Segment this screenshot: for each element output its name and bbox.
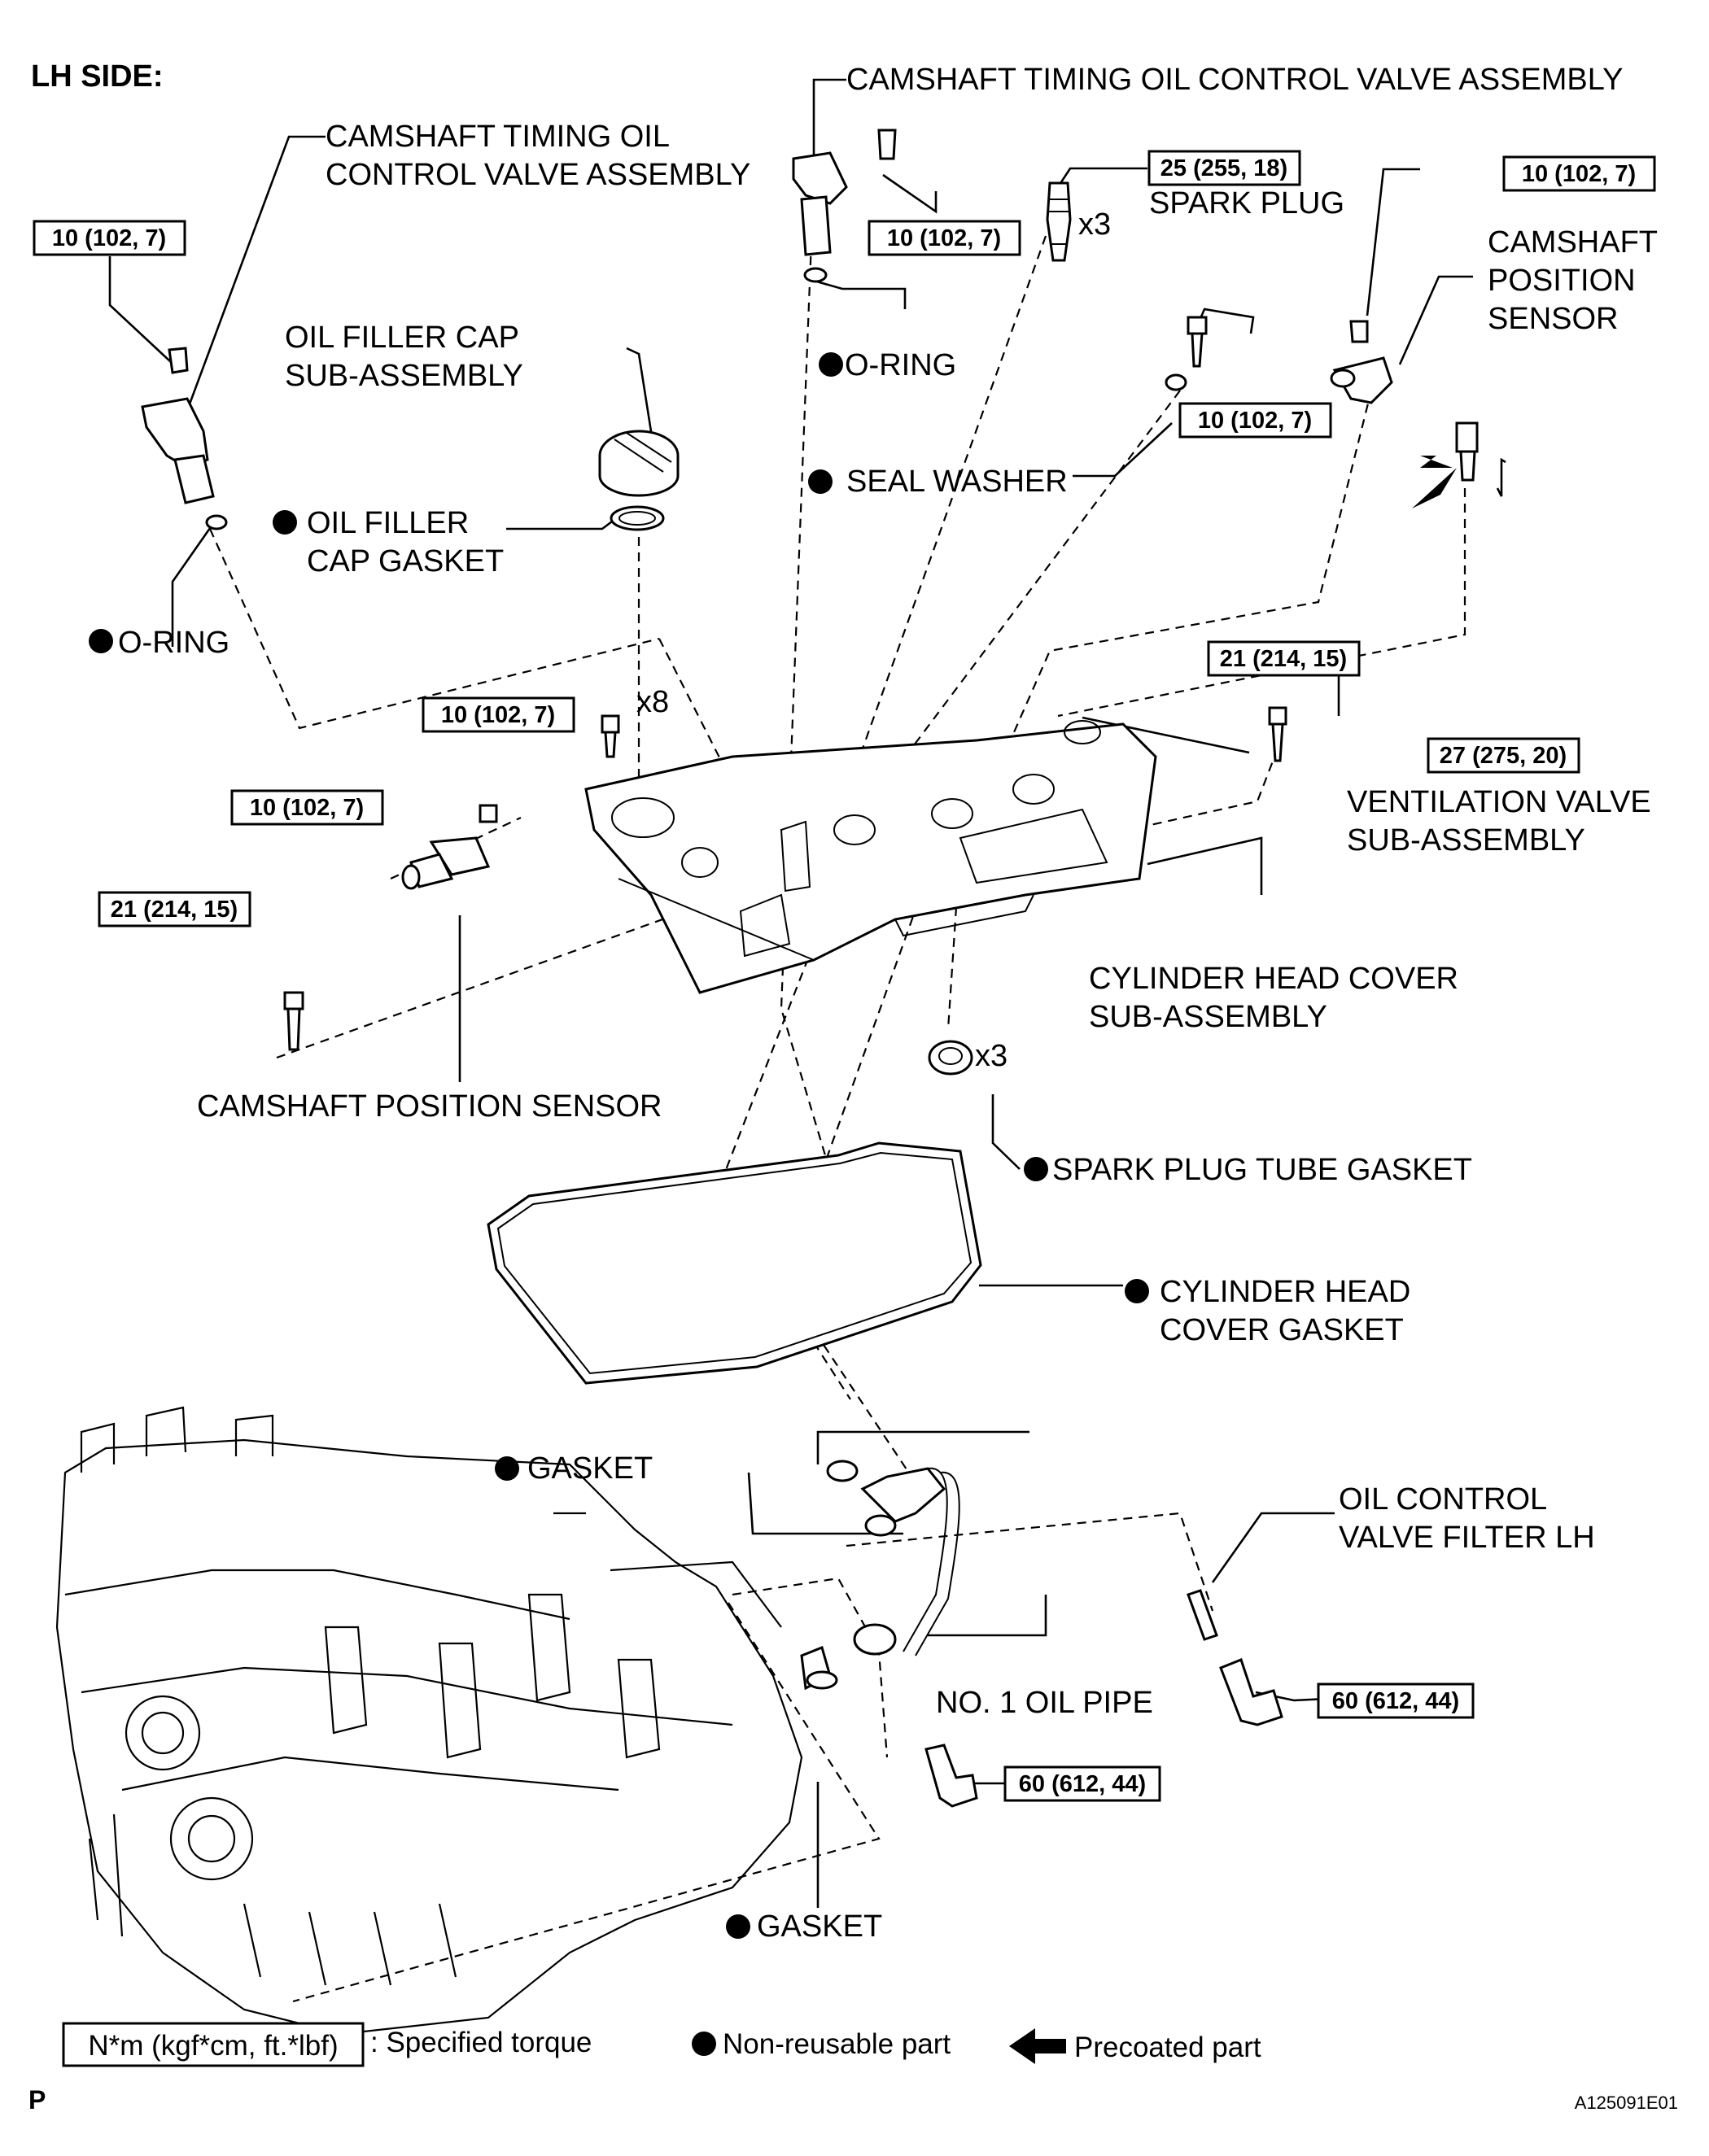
qty-cover-bolts: x8 <box>636 685 669 719</box>
spark-plug-part <box>1046 181 1072 262</box>
torque-box-seal-washer: 10 (102, 7) <box>1178 402 1332 439</box>
label-spark-plug: SPARK PLUG <box>1149 186 1344 220</box>
svg-text:10 (102, 7): 10 (102, 7) <box>441 702 555 728</box>
label-head-cover-line1: CYLINDER HEAD COVER <box>1089 962 1458 996</box>
svg-text:21 (214, 15): 21 (214, 15) <box>1220 646 1347 672</box>
label-oil-filler-gasket-line2: CAP GASKET <box>307 544 504 578</box>
torque-box-stud-right: 21 (214, 15) <box>1207 640 1361 677</box>
footer-left-mark: P <box>28 2085 46 2115</box>
label-ocv-filter-line2: VALVE FILTER LH <box>1339 1521 1595 1555</box>
oil-pipe-part <box>800 1460 960 1691</box>
legend-non-reusable-text: Non-reusable part <box>723 2028 951 2060</box>
svg-text:10 (102, 7): 10 (102, 7) <box>52 225 166 251</box>
label-vent-valve-line2: SUB-ASSEMBLY <box>1347 823 1585 858</box>
svg-text:10 (102, 7): 10 (102, 7) <box>250 795 364 821</box>
torque-box-cover-bolts: 10 (102, 7) <box>422 696 575 733</box>
oil-filler-cap-part <box>598 430 680 531</box>
label-ocv-top: CAMSHAFT TIMING OIL CONTROL VALVE ASSEMB… <box>846 63 1623 97</box>
label-oil-filler-gasket-line1: OIL FILLER <box>307 506 469 540</box>
torque-box-spark-plug: 25 (255, 18) <box>1147 150 1301 186</box>
legend-precoated-arrow-icon <box>1009 2028 1066 2064</box>
qty-spark-plug: x3 <box>1078 207 1111 242</box>
cylinder-head-cover-part <box>584 720 1157 994</box>
torque-box-union-right: 60 (612, 44) <box>1317 1682 1475 1719</box>
ocv-top-part <box>792 129 897 283</box>
label-ocv-left-line1: CAMSHAFT TIMING OIL <box>326 120 670 154</box>
union-bolt-lower-part <box>924 1744 978 1808</box>
label-o-ring-top: O-RING <box>845 348 956 382</box>
ventilation-valve-part <box>1455 421 1479 482</box>
svg-text:10 (102, 7): 10 (102, 7) <box>887 225 1001 251</box>
label-oil-pipe: NO. 1 OIL PIPE <box>936 1686 1153 1720</box>
precoated-arrow-icon <box>1412 456 1457 508</box>
stud-left-part <box>283 991 304 1051</box>
legend-non-reusable-dot-icon <box>692 2032 716 2056</box>
leader-lines <box>108 78 1506 1908</box>
non-reusable-markers <box>89 352 1149 1939</box>
torque-box-cam-pos-right: 10 (102, 7) <box>1502 155 1656 192</box>
cover-bolt-part <box>601 714 620 758</box>
label-gasket-lower: GASKET <box>757 1909 882 1944</box>
torque-box-vent-valve: 27 (275, 20) <box>1427 737 1580 774</box>
seal-washer-bolt-part <box>1165 316 1208 391</box>
label-cam-pos-right-line3: SENSOR <box>1488 302 1618 336</box>
torque-box-cam-pos-left: 10 (102, 7) <box>230 789 384 826</box>
label-head-cover-gasket-line2: COVER GASKET <box>1160 1313 1404 1347</box>
head-cover-gasket-part <box>487 1141 982 1385</box>
label-o-ring-left: O-RING <box>118 626 229 660</box>
label-vent-valve-line1: VENTILATION VALVE <box>1347 785 1651 819</box>
ocv-filter-part <box>1187 1589 1218 1641</box>
legend-precoated-text: Precoated part <box>1074 2032 1261 2063</box>
label-gasket-upper: GASKET <box>527 1451 653 1486</box>
diagram-title: LH SIDE: <box>31 59 164 94</box>
label-ocv-left-line2: CONTROL VALVE ASSEMBLY <box>326 158 750 192</box>
torque-box-ocv-left: 10 (102, 7) <box>33 220 186 256</box>
svg-text:10 (102, 7): 10 (102, 7) <box>1522 161 1636 187</box>
torque-box-stud-left: 21 (214, 15) <box>98 891 251 927</box>
label-cam-pos-right-line1: CAMSHAFT <box>1488 225 1658 260</box>
label-cam-pos-right-line2: POSITION <box>1488 264 1636 298</box>
label-ocv-filter-line1: OIL CONTROL <box>1339 1482 1547 1517</box>
svg-text:60 (612, 44): 60 (612, 44) <box>1332 1688 1459 1714</box>
legend-torque-text: : Specified torque <box>370 2027 592 2058</box>
figure-id: A125091E01 <box>1575 2093 1678 2113</box>
label-spark-tube-gasket: SPARK PLUG TUBE GASKET <box>1052 1153 1472 1187</box>
svg-text:25 (255, 18): 25 (255, 18) <box>1160 155 1287 181</box>
cam-pos-sensor-left-part <box>401 804 498 890</box>
legend: N*m (kgf*cm, ft.*lbf) : Specified torque… <box>62 2022 1261 2067</box>
svg-text:27 (275, 20): 27 (275, 20) <box>1440 743 1567 769</box>
label-head-cover-gasket-line1: CYLINDER HEAD <box>1160 1275 1410 1309</box>
label-oil-filler-cap-line1: OIL FILLER CAP <box>285 321 519 355</box>
svg-text:60 (612, 44): 60 (612, 44) <box>1019 1771 1146 1797</box>
label-seal-washer: SEAL WASHER <box>846 465 1068 499</box>
union-bolt-right-part <box>1219 1658 1283 1726</box>
label-oil-filler-cap-line2: SUB-ASSEMBLY <box>285 359 523 393</box>
label-head-cover-line2: SUB-ASSEMBLY <box>1089 1000 1327 1034</box>
label-cam-pos-left: CAMSHAFT POSITION SENSOR <box>197 1089 662 1124</box>
stud-right-part <box>1268 706 1287 762</box>
svg-text:10 (102, 7): 10 (102, 7) <box>1198 408 1312 434</box>
svg-text:21 (214, 15): 21 (214, 15) <box>111 897 238 923</box>
qty-tube-gasket: x3 <box>975 1039 1007 1073</box>
ocv-left-part <box>141 347 228 530</box>
spark-tube-gasket-part <box>928 1040 973 1076</box>
engine-block-part <box>55 1406 803 2036</box>
legend-torque-box-text: N*m (kgf*cm, ft.*lbf) <box>88 2030 338 2062</box>
torque-box-union-lower: 60 (612, 44) <box>1003 1765 1161 1802</box>
torque-box-ocv-top: 10 (102, 7) <box>868 220 1021 256</box>
cam-pos-sensor-right-part <box>1330 320 1393 404</box>
